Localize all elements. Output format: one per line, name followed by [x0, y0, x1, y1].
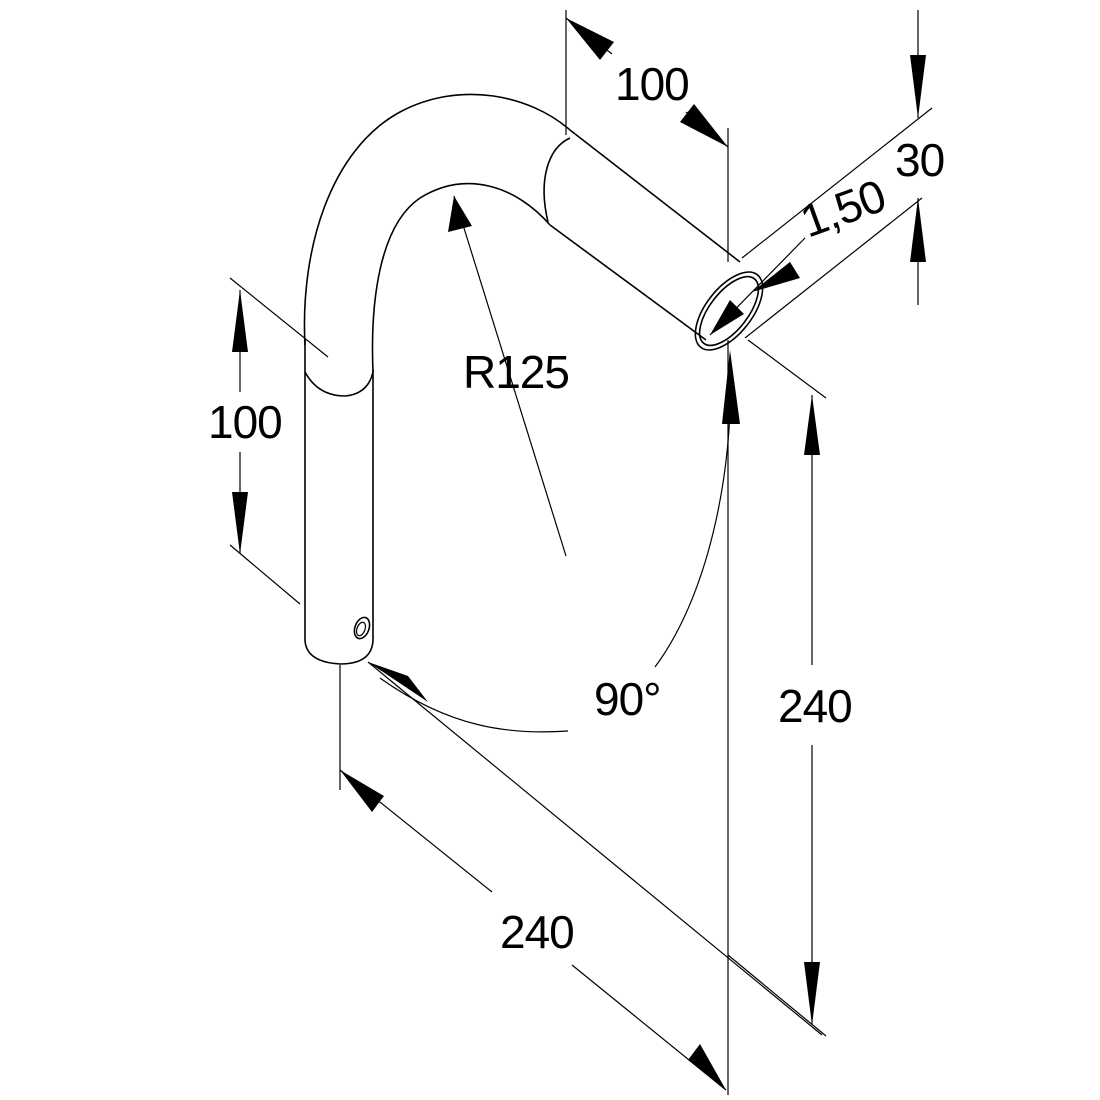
- angle-base-line: [367, 661, 823, 1036]
- pipe-end-inner: [698, 275, 760, 347]
- angle-arc-upper: [654, 354, 732, 668]
- dimension-bend-angle: 90°: [367, 350, 823, 1036]
- pipe-body: [303, 93, 764, 665]
- depth-label: 240: [500, 906, 574, 958]
- height-extension-top: [747, 339, 827, 399]
- angle-arrow-lower: [368, 662, 428, 702]
- top-leg-upper-edge: [569, 129, 741, 263]
- bend-outer-curve: [303, 93, 571, 346]
- diameter-label: 30: [895, 134, 944, 186]
- left-leg-joint-seam: [304, 371, 374, 397]
- radius-label: R125: [463, 346, 569, 398]
- top-leg-arrow-right: [680, 104, 728, 147]
- top-leg-lower-edge: [549, 224, 707, 341]
- top-leg-label: 100: [615, 58, 689, 110]
- depth-arrow-right: [688, 1044, 726, 1090]
- dimension-left-leg: 100: [208, 277, 329, 605]
- radius-leader-line: [453, 195, 567, 557]
- left-leg-arrow-bottom: [232, 492, 248, 554]
- diameter-arrow-bottom: [910, 198, 926, 262]
- pin-hole-inner: [355, 621, 367, 637]
- angle-arc-lower: [379, 677, 569, 733]
- wall-arrowhead-inner: [710, 300, 744, 335]
- dimension-bend-radius: R125: [448, 195, 570, 557]
- diameter-extension-lower: [744, 197, 923, 339]
- pin-hole: [353, 616, 371, 640]
- height-label: 240: [778, 680, 852, 732]
- wall-arrowhead: [752, 262, 800, 292]
- depth-arrow-left: [340, 770, 384, 812]
- bend-inner-curve: [371, 182, 551, 373]
- top-leg-joint-seam: [543, 137, 571, 223]
- dimension-top-leg: 100: [565, 10, 729, 262]
- left-leg-arrow-top: [232, 290, 248, 352]
- left-leg-extension-lower: [229, 544, 301, 605]
- radius-arrowhead: [448, 196, 472, 232]
- diameter-extension-upper: [741, 107, 933, 259]
- left-leg-label: 100: [208, 396, 282, 448]
- wall-label: 1,50: [794, 169, 892, 247]
- dimension-outer-diameter: 30: [741, 10, 945, 339]
- height-arrow-bottom: [804, 962, 820, 1025]
- diameter-arrow-top: [910, 55, 926, 118]
- dimension-wall-thickness: 1,50: [709, 169, 892, 336]
- dimension-overall-height: 240: [727, 339, 853, 1037]
- height-extension-bottom: [727, 954, 827, 1037]
- left-leg-bottom-cap: [304, 639, 374, 665]
- angle-label: 90°: [594, 673, 661, 725]
- pipe-end-outer: [694, 271, 764, 351]
- left-leg-extension-upper: [229, 277, 329, 358]
- angle-arrow-upper: [722, 350, 740, 424]
- dimension-overall-depth: 240: [339, 340, 729, 1095]
- height-arrow-top: [804, 395, 820, 455]
- top-leg-arrow-left: [566, 18, 614, 60]
